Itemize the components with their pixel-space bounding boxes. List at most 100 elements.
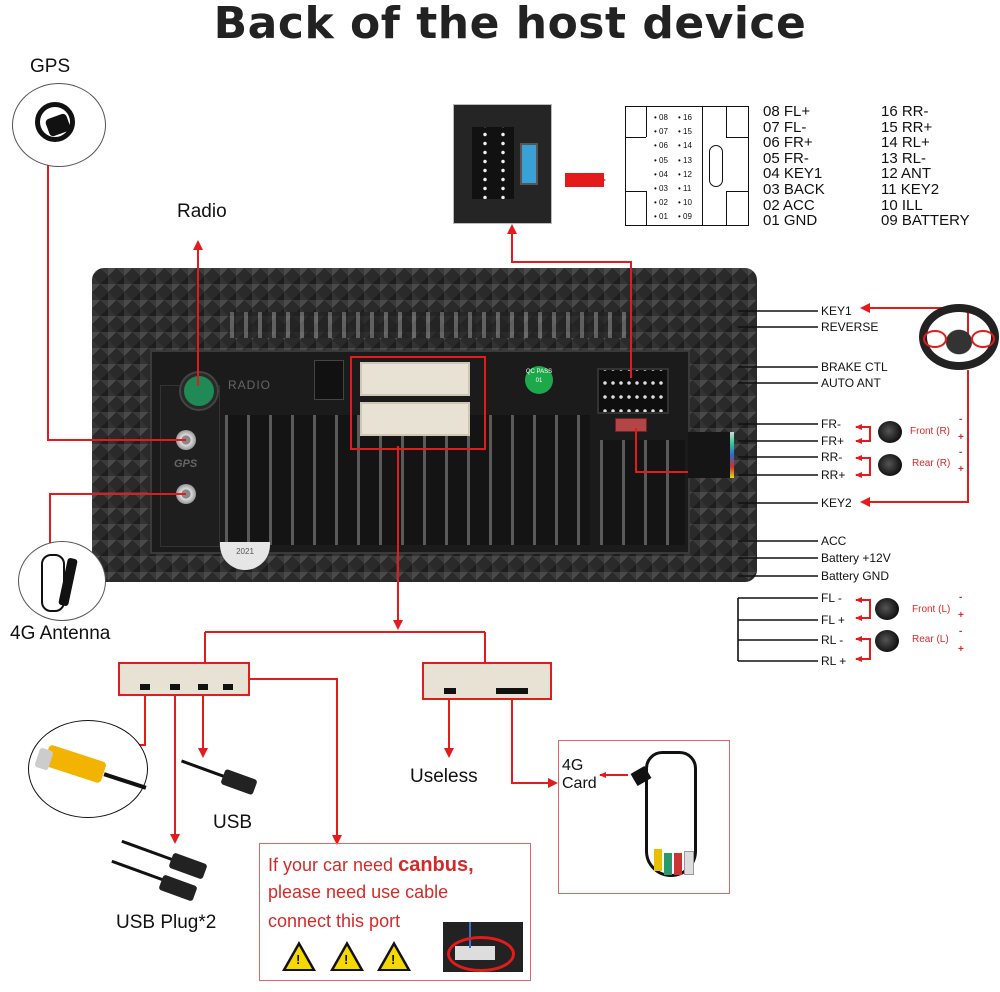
speaker-rear-right-minus: - [959,447,963,458]
pin-entry: 10 ILL [881,196,923,214]
canbus-wire [240,678,342,845]
antenna-4g-label: 4G Antenna [10,623,111,644]
card-4g-box: 4G Card [558,740,730,894]
card-wire [511,698,558,788]
wire-label-auto-ant: AUTO ANT [821,376,881,390]
diagram-pin: • 10 [678,198,692,208]
warning-icon: ! [377,941,411,971]
heatsink-fins [225,415,590,545]
usb-plug-cables-icon [110,839,220,910]
iso-socket [597,368,669,414]
warning-icon: ! [282,941,316,971]
speaker-rear-left-label: Rear (L) [912,634,949,645]
pin-entry: 04 KEY1 [763,165,823,183]
pin-entry: 07 FL- [763,118,807,136]
diagram-pin: • 03 [654,184,668,194]
radio-port-label: RADIO [228,378,272,392]
pin-entry: 02 ACC [763,196,815,214]
iso-diagram-pins-right: • 16• 15• 14• 13• 12• 11• 10• 09 [678,111,692,225]
diagram-pin: • 14 [678,141,692,151]
diagram-pin: • 15 [678,127,692,137]
diagram-pin: • 11 [678,184,692,194]
pin-entry: 01 GND [763,212,818,230]
canbus-note-line3: connect this port [268,911,401,931]
wire-label-reverse: REVERSE [821,320,879,334]
speaker-front-left-label: Front (L) [912,604,951,615]
pin-entry: 12 ANT [881,165,932,183]
iso-wire [507,224,632,378]
canbus-note-line2: please need use cable [268,882,449,902]
pin-entry: 13 RL- [881,149,927,167]
speaker-front-left-plus: + [958,610,964,621]
usb-cable-icon [180,759,260,796]
gps-wire [43,151,186,441]
diagram-pin: • 05 [654,155,668,165]
fuse [615,418,647,432]
diagram-pin: • 06 [654,141,668,151]
diagram-pin: • 13 [678,155,692,165]
connector-lower [360,402,470,436]
radio-port [181,373,217,409]
wire-label-fl-plus: FL + [821,613,845,627]
wire-label-brake-ctl: BRAKE CTL [821,360,888,374]
pin-entry: 05 FR- [763,149,809,167]
wire-label-key2: KEY2 [821,496,852,510]
diagram-pin: • 12 [678,169,692,179]
key2-wire [860,370,969,507]
wire-label-rl-minus: RL - [821,633,844,647]
rca-plug-icon [43,744,107,784]
antenna-4g-image [18,541,106,621]
wire-label-fr-plus: FR+ [821,434,845,448]
fuse-wire [635,428,688,473]
pin-entry: 03 BACK [763,180,825,198]
wire-label-rr-minus: RR- [821,450,843,464]
harness-plug [688,432,734,478]
diagram-pin: • 07 [654,127,668,137]
wire-label-rl-plus: RL + [821,654,847,668]
rca-camera-input-image [28,720,148,818]
diagram-pin: • 04 [654,169,668,179]
pin-entry: 09 BATTERY [881,212,970,230]
gps-antenna-image [12,83,106,167]
main-connector-highlight [350,356,486,450]
wire-label-key1: KEY1 [821,304,852,318]
iso-connector-photo [453,104,552,224]
warning-icon: ! [330,941,364,971]
gps-port-label: GPS [174,458,198,470]
canbus-keyword: canbus, [398,854,474,876]
heatsink-fins-right [600,440,685,545]
card-4g-label-line2: Card [562,775,597,792]
speaker-rear-left-icon [875,630,899,652]
pin-entry: 11 KEY2 [881,180,940,198]
speaker-front-right-minus: - [959,414,963,425]
speaker-rear-left-minus: - [959,626,963,637]
usb-label: USB [213,812,253,833]
speaker-front-right-plus: + [958,432,964,443]
card-4g-label-line1: 4G [562,757,584,774]
optical-port [314,360,344,400]
wire-label-rr-plus: RR+ [821,468,846,482]
canbus-note-box: If your car need canbus, please need use… [259,843,531,981]
diagram-pin: • 08 [654,113,668,122]
speaker-rear-right-plus: + [958,464,964,475]
speaker-front-right-label: Front (R) [910,426,950,437]
pin-entry: 15 RR+ [881,118,933,136]
speaker-front-left-icon [875,598,899,620]
iso-pins-photo [472,127,514,199]
pin-entry: 06 FR+ [763,134,813,152]
cable-bundle-icon [645,751,697,877]
usb-plug-label: USB Plug*2 [116,912,217,933]
antenna-port-block [160,385,220,547]
iso-diagram-pins-left: • 08• 07• 06• 05• 04• 03• 02• 01 [654,111,668,225]
antenna-4g-cable [41,554,65,612]
diagram-pin: • 01 [654,212,668,222]
gps-label: GPS [30,56,71,77]
wire-label-battery-gnd: Battery GND [821,569,890,583]
pin-entry: 08 FL+ [763,103,811,120]
blue-fuse [520,143,538,185]
radio-label: Radio [177,201,227,222]
connector-aux-usb [118,662,250,696]
wire-label-acc: ACC [821,534,847,548]
